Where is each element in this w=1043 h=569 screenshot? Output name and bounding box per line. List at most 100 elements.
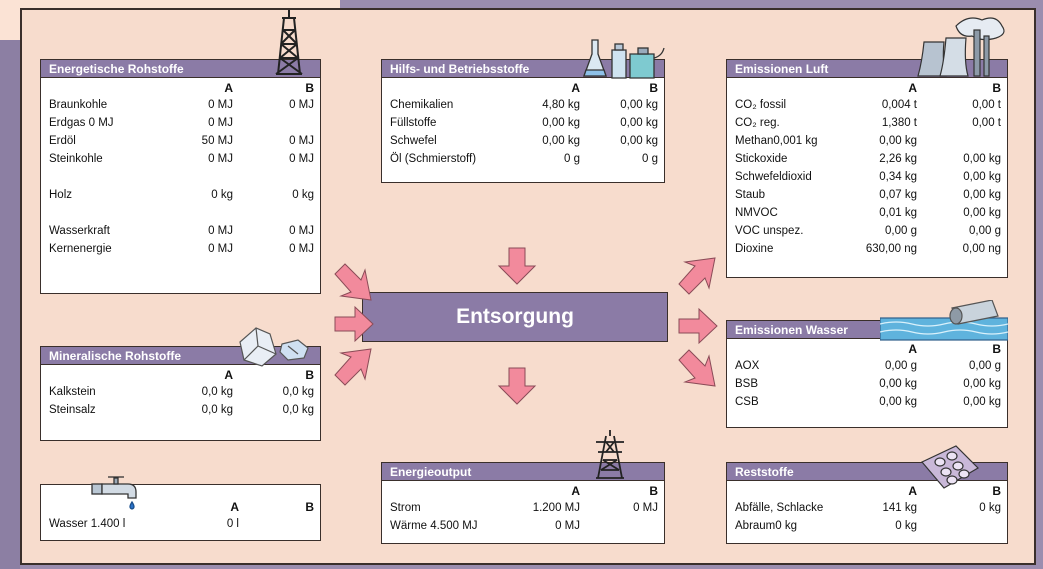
value-b: 0 MJ	[289, 243, 314, 255]
value-b: 0,00 kg	[963, 171, 1001, 183]
value-a: 0,34 kg	[879, 171, 917, 183]
row-label: Kalkstein	[49, 386, 96, 398]
value-b: 0 MJ	[633, 502, 658, 514]
row-label: Steinsalz	[49, 404, 96, 416]
value-b: 0,00 kg	[963, 378, 1001, 390]
arrow-out-bottom	[497, 367, 537, 405]
value-b: 0 MJ	[289, 135, 314, 147]
value-b: 0 kg	[979, 502, 1001, 514]
value-a: 2,26 kg	[879, 153, 917, 165]
value-a: 1,380 t	[881, 117, 917, 129]
row-label: Chemikalien	[390, 99, 454, 111]
value-a: 0,00 kg	[542, 117, 580, 129]
arrow-out-diagonal-down	[678, 349, 716, 387]
value-b: 0,00 kg	[620, 135, 658, 147]
row-label: Stickoxide	[735, 153, 788, 165]
value-b: 0,00 kg	[963, 207, 1001, 219]
arrow-in-diagonal-down	[334, 263, 372, 301]
value-a: 0,0 kg	[201, 386, 233, 398]
value-b: 0 MJ	[289, 225, 314, 237]
value-a: 0,00 kg	[542, 135, 580, 147]
value-a: 0,00 kg	[879, 396, 917, 408]
row-label: Erdöl	[49, 135, 76, 147]
row-label: Erdgas 0 MJ	[49, 117, 114, 129]
row-label: CO₂ fossil	[735, 99, 787, 111]
row-label: Schwefel	[390, 135, 437, 147]
value-a: 0,00 kg	[879, 135, 917, 147]
value-a: 630,00 ng	[865, 243, 917, 255]
row-label: Öl (Schmierstoff)	[390, 153, 477, 165]
value-b: 0,00 ng	[962, 243, 1001, 255]
value-a: 0 kg	[895, 520, 917, 532]
column-header-a: A	[224, 81, 233, 95]
table-row: Wärme 4.500 MJ 0 MJ	[390, 517, 658, 535]
arrow-in-top	[497, 247, 537, 285]
value-a: 0,00 kg	[879, 378, 917, 390]
value-a: 141 kg	[882, 502, 917, 514]
row-label: Abraum0 kg	[735, 520, 798, 532]
panel-title: Energetische Rohstoffe	[40, 59, 321, 78]
value-a: 0 MJ	[208, 153, 233, 165]
row-label: Braunkohle	[49, 99, 108, 111]
column-header-a: A	[908, 342, 917, 356]
value-b	[239, 515, 314, 533]
row-label: Wasserkraft	[49, 225, 110, 237]
row-label: Strom	[390, 502, 421, 514]
value-b: 0,00 kg	[620, 117, 658, 129]
value-a: 0 MJ	[208, 225, 233, 237]
wastewater-pipe-icon	[880, 300, 1008, 341]
arrow-out-diagonal-up	[678, 257, 716, 295]
column-header-b: B	[305, 81, 314, 95]
row-label: Wasser 1.400 l	[49, 518, 126, 530]
oil-derrick-icon	[275, 10, 303, 75]
value-a: 0,01 kg	[879, 207, 917, 219]
value-a: 0 MJ	[555, 520, 580, 532]
column-header-b: B	[305, 368, 314, 382]
value-a: 0 MJ	[208, 243, 233, 255]
value-b	[917, 132, 1001, 150]
row-label: CSB	[735, 396, 759, 408]
row-label: Dioxine	[735, 243, 774, 255]
table-row: Wasserkraft 0 MJ 0 MJ	[49, 222, 314, 240]
value-a: 0,00 g	[885, 225, 917, 237]
value-b: 0,00 kg	[963, 396, 1001, 408]
value-a: 0,0 kg	[201, 404, 233, 416]
arrow-in-diagonal-up	[334, 348, 372, 386]
row-label: Wärme 4.500 MJ	[390, 520, 478, 532]
row-label: VOC unspez.	[735, 225, 804, 237]
lab-chemicals-icon	[583, 39, 665, 79]
column-header-a: A	[908, 81, 917, 95]
row-label: Holz	[49, 189, 73, 201]
row-label: CO₂ reg.	[735, 117, 780, 129]
value-a: 0,07 kg	[879, 189, 917, 201]
